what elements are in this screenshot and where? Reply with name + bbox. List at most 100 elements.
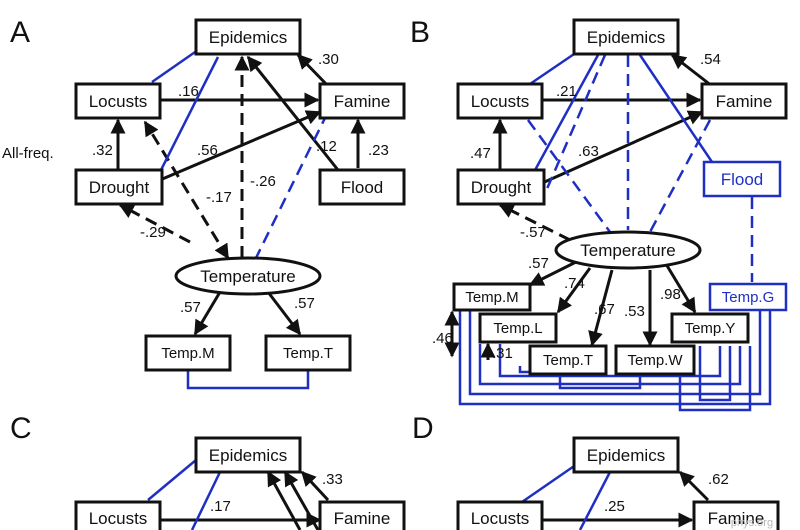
node-b-famine: Famine xyxy=(700,82,788,120)
svg-text:Locusts: Locusts xyxy=(471,509,530,528)
panel-a-side-label: All-freq. xyxy=(2,145,54,162)
coef-a-temp-locusts: -.17 xyxy=(206,189,232,206)
edge-a-flood-epidemics xyxy=(246,55,340,171)
panel-a-letter: A xyxy=(10,16,30,49)
edge-a-temp-locusts xyxy=(143,120,230,260)
svg-text:Epidemics: Epidemics xyxy=(587,446,665,465)
edge-b-temp-y xyxy=(664,263,697,314)
svg-text:Temp.G: Temp.G xyxy=(722,289,775,306)
edge-b-drought-epidemics-corr xyxy=(532,54,600,173)
coef-a-drought-locusts: .32 xyxy=(92,142,113,159)
node-b-flood: Flood xyxy=(702,160,782,198)
edge-a-drought-epidemics-corr xyxy=(158,56,220,173)
svg-text:Temp.M: Temp.M xyxy=(465,289,518,306)
edge-b-temp-t xyxy=(588,269,614,347)
node-d-famine: Famine xyxy=(692,500,780,530)
edge-b-temp-l xyxy=(556,267,592,314)
svg-text:Famine: Famine xyxy=(334,509,391,528)
panel-b-edges xyxy=(444,48,772,412)
coef-c-locusts-epidemics: .17 xyxy=(210,498,231,515)
svg-text:Famine: Famine xyxy=(334,92,391,111)
svg-text:Epidemics: Epidemics xyxy=(209,446,287,465)
svg-text:Locusts: Locusts xyxy=(89,92,148,111)
svg-text:Locusts: Locusts xyxy=(471,92,530,111)
node-d-locusts: Locusts xyxy=(456,500,544,530)
svg-text:Temp.L: Temp.L xyxy=(493,320,542,337)
edge-a-locusts-epidemics-corr xyxy=(151,48,199,84)
node-b-temp-y: Temp.Y xyxy=(670,312,750,344)
coef-a-flood-famine: .23 xyxy=(368,142,389,159)
svg-text:Drought: Drought xyxy=(471,178,532,197)
panel-b: B xyxy=(410,16,788,412)
node-c-epidemics: Epidemics xyxy=(194,436,302,474)
node-b-temperature: Temperature xyxy=(554,230,702,270)
svg-text:Epidemics: Epidemics xyxy=(587,28,665,47)
node-b-drought: Drought xyxy=(456,168,546,206)
svg-text:Epidemics: Epidemics xyxy=(209,28,287,47)
node-b-temp-m: Temp.M xyxy=(452,282,532,312)
edge-c-up-1 xyxy=(266,470,302,530)
svg-text:Locusts: Locusts xyxy=(89,509,148,528)
coef-c-famine-epidemics: .33 xyxy=(322,471,343,488)
node-a-temp-t: Temp.T xyxy=(264,334,352,372)
svg-text:Famine: Famine xyxy=(708,509,765,528)
panel-a: A All-freq. Epidemics Locust xyxy=(2,16,406,390)
svg-text:Temp.Y: Temp.Y xyxy=(685,320,736,337)
node-a-flood: Flood xyxy=(318,168,406,206)
edge-a-tempm-tempt-corr xyxy=(186,370,310,390)
coef-a-temp-epidemics: -.26 xyxy=(250,173,276,190)
panel-c-letter: C xyxy=(10,412,32,445)
edge-b-famine-temp xyxy=(648,119,712,233)
panel-d: D Epidemics Locusts Famine .62 .25 xyxy=(412,412,780,530)
svg-text:Famine: Famine xyxy=(716,92,773,111)
panel-a-edges xyxy=(110,48,366,390)
coef-b-temp-drought: -.57 xyxy=(520,224,546,241)
coef-b-temp-m: .57 xyxy=(528,255,549,272)
svg-text:Temperature: Temperature xyxy=(580,241,675,260)
edge-b-epidemics-temp-2 xyxy=(538,54,607,206)
panel-d-letter: D xyxy=(412,412,434,445)
node-b-temp-t: Temp.T xyxy=(528,344,608,376)
edge-d-locusts-epidemics-corr xyxy=(521,460,581,504)
edge-c-locusts-epidemics-corr xyxy=(147,459,197,501)
coef-b-temp-w: .53 xyxy=(624,303,645,320)
coef-d-famine-epidemics: .62 xyxy=(708,471,729,488)
coef-b-drought-famine: .63 xyxy=(578,143,599,160)
svg-text:Drought: Drought xyxy=(89,178,150,197)
edge-d-drought-epidemics-corr xyxy=(578,471,612,530)
edge-b-locusts-temp xyxy=(526,119,612,233)
svg-text:Temp.W: Temp.W xyxy=(627,352,683,369)
svg-text:Flood: Flood xyxy=(721,170,764,189)
node-b-temp-g: Temp.G xyxy=(708,282,788,312)
node-b-locusts: Locusts xyxy=(456,82,544,120)
edge-c-famine-epidemics xyxy=(300,470,330,502)
node-c-famine: Famine xyxy=(318,500,406,530)
panel-b-residual-correlation-lines xyxy=(458,308,772,412)
coef-a-flood-epidemics: .12 xyxy=(316,138,337,155)
coef-a-temp-drought: -.29 xyxy=(140,224,166,241)
edge-b-temp-drought xyxy=(498,203,571,242)
coef-b-locusts-famine: .21 xyxy=(556,83,577,100)
edge-c-drought-epidemics-corr xyxy=(190,471,222,530)
coef-b-drought-locusts: .47 xyxy=(470,145,491,162)
panel-b-letter: B xyxy=(410,16,430,49)
node-b-epidemics: Epidemics xyxy=(572,18,680,56)
edge-a-temp-t xyxy=(266,291,302,336)
svg-text:Temp.T: Temp.T xyxy=(283,345,333,362)
coef-b-corr-b: .31 xyxy=(492,345,513,362)
coef-b-temp-l: .74 xyxy=(564,275,585,292)
node-a-famine: Famine xyxy=(318,82,406,120)
edge-b-temp-m xyxy=(528,258,581,287)
edge-c-up-2 xyxy=(283,470,320,530)
svg-text:Temp.T: Temp.T xyxy=(543,352,593,369)
edge-b-famine-epidemics xyxy=(670,53,713,88)
svg-text:Flood: Flood xyxy=(341,178,384,197)
node-d-epidemics: Epidemics xyxy=(572,436,680,474)
edge-d-famine-epidemics xyxy=(678,470,710,502)
watermark: phys.org xyxy=(731,517,773,529)
node-a-locusts: Locusts xyxy=(74,82,162,120)
coef-a-drought-famine: .56 xyxy=(197,142,218,159)
coef-a-temp-t: .57 xyxy=(294,295,315,312)
node-a-epidemics: Epidemics xyxy=(194,18,302,56)
